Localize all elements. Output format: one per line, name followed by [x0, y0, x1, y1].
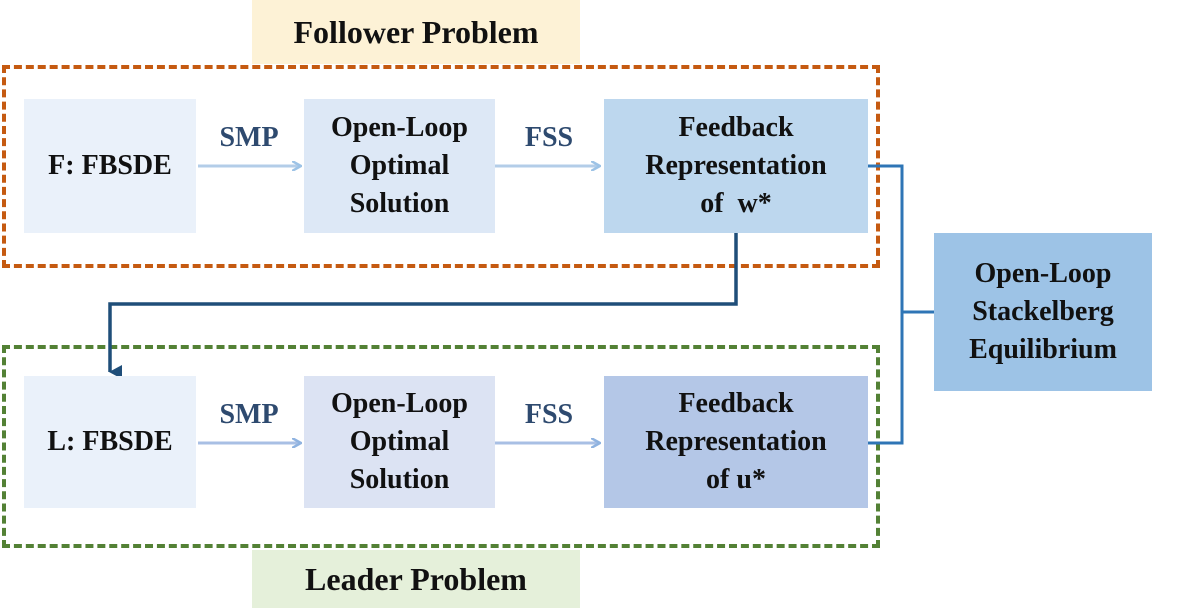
equilibrium-bracket: [868, 164, 934, 445]
follower-feedback-line-1: Feedback: [678, 112, 794, 143]
follower-solution-line-1: Open-Loop: [331, 112, 468, 143]
leader-feedback-box: Feedback Representation of u*: [604, 376, 868, 508]
leader-problem-frame: [2, 345, 880, 548]
leader-fbsde-box: L: FBSDE: [24, 376, 196, 508]
follower-smp-label: SMP: [219, 122, 279, 153]
follower-feedback-line-3: of w*: [700, 188, 772, 219]
leader-feedback-line-2: Representation: [645, 426, 827, 457]
equilibrium-line-3: Equilibrium: [969, 334, 1117, 365]
leader-solution-line-2: Optimal: [349, 426, 450, 457]
leader-open-loop-solution-box: Open-Loop Optimal Solution: [304, 376, 495, 508]
equilibrium-line-2: Stackelberg: [972, 296, 1114, 327]
follower-to-leader-arrow: [108, 233, 738, 379]
leader-smp-label: SMP: [219, 399, 279, 430]
follower-fbsde-box: F: FBSDE: [24, 99, 196, 233]
equilibrium-line-1: Open-Loop: [974, 258, 1112, 289]
follower-fbsde-label: F: FBSDE: [48, 150, 172, 181]
leader-solution-line-1: Open-Loop: [331, 388, 468, 419]
leader-solution-line-3: Solution: [349, 464, 450, 495]
leader-feedback-line-1: Feedback: [678, 388, 794, 419]
follower-fss-label: FSS: [524, 122, 574, 153]
leader-fbsde-label: L: FBSDE: [47, 426, 173, 457]
follower-problem-title: Follower Problem: [252, 0, 580, 64]
open-loop-stackelberg-equilibrium-box: Open-Loop Stackelberg Equilibrium: [934, 233, 1152, 391]
leader-feedback-line-3: of u*: [706, 464, 766, 495]
leader-fss-label: FSS: [524, 399, 574, 430]
follower-open-loop-solution-box: Open-Loop Optimal Solution: [304, 99, 495, 233]
follower-solution-line-3: Solution: [349, 188, 450, 219]
follower-solution-line-2: Optimal: [349, 150, 450, 181]
leader-problem-title: Leader Problem: [252, 550, 580, 608]
follower-feedback-line-2: Representation: [645, 150, 827, 181]
follower-feedback-box: Feedback Representation of w*: [604, 99, 868, 233]
